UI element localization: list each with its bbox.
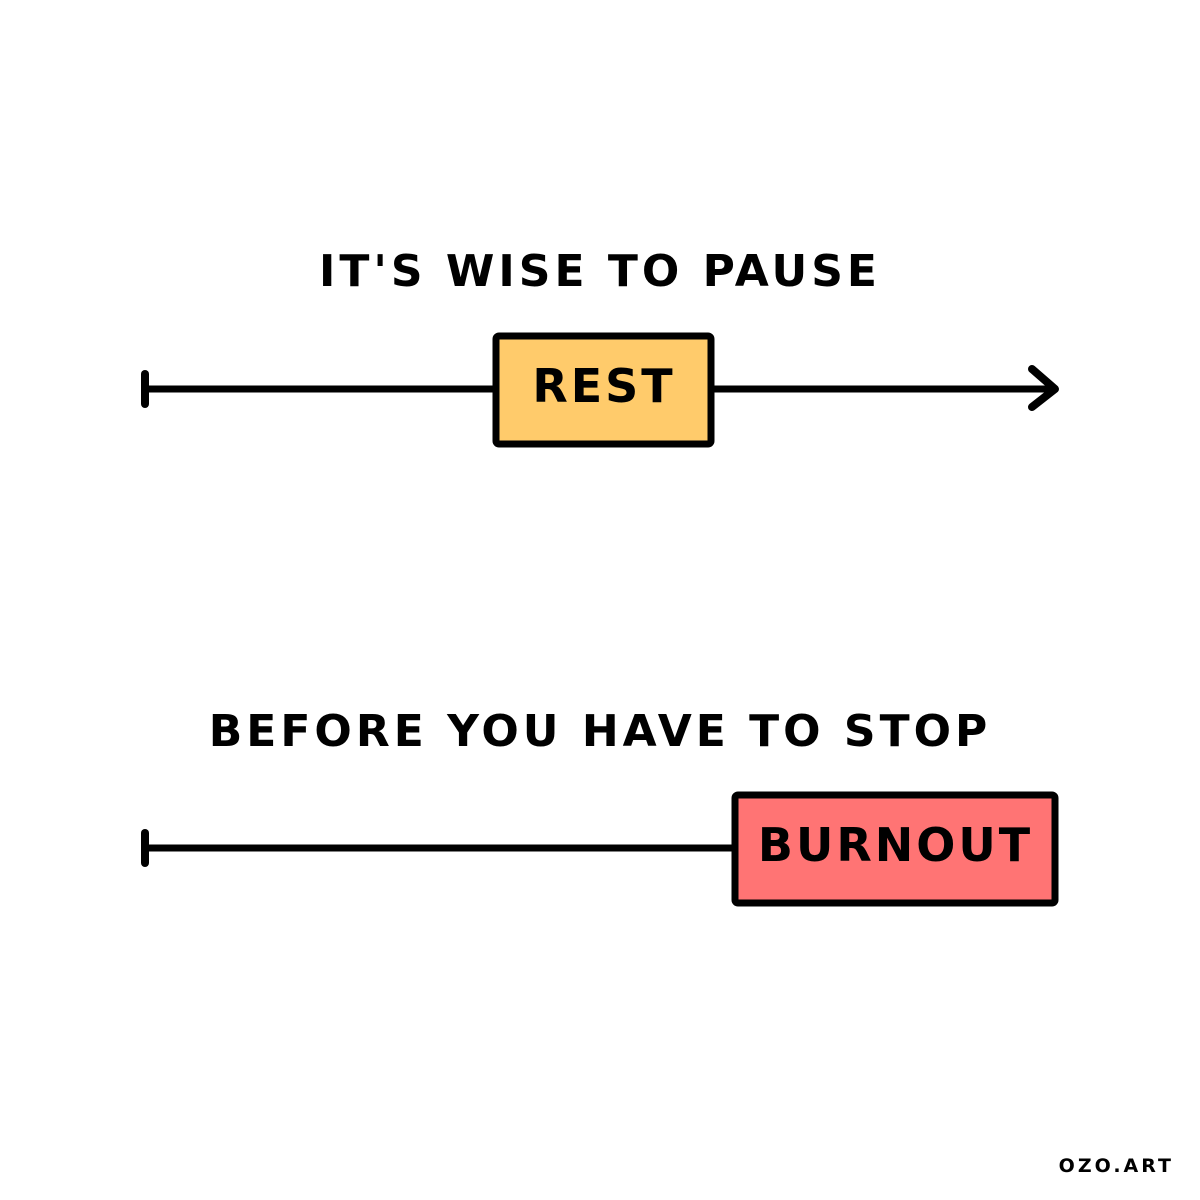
- top-panel: IT'S WISE TO PAUSE REST: [141, 246, 1059, 448]
- bottom-panel: BEFORE YOU HAVE TO STOP BURNOUT: [0, 600, 1200, 1200]
- signature: OZO.ART: [1058, 1155, 1174, 1177]
- burnout-box: [731, 791, 1059, 907]
- bottom-heading: BEFORE YOU HAVE TO STOP: [208, 706, 992, 757]
- rest-box: [492, 332, 715, 448]
- burnout-label: BURNOUT: [757, 818, 1034, 872]
- rest-label: REST: [532, 359, 676, 413]
- bottom-timeline: [141, 791, 1059, 907]
- top-timeline-arrowhead: [1028, 365, 1059, 411]
- top-timeline: [141, 332, 1059, 448]
- top-heading: IT'S WISE TO PAUSE: [319, 246, 881, 297]
